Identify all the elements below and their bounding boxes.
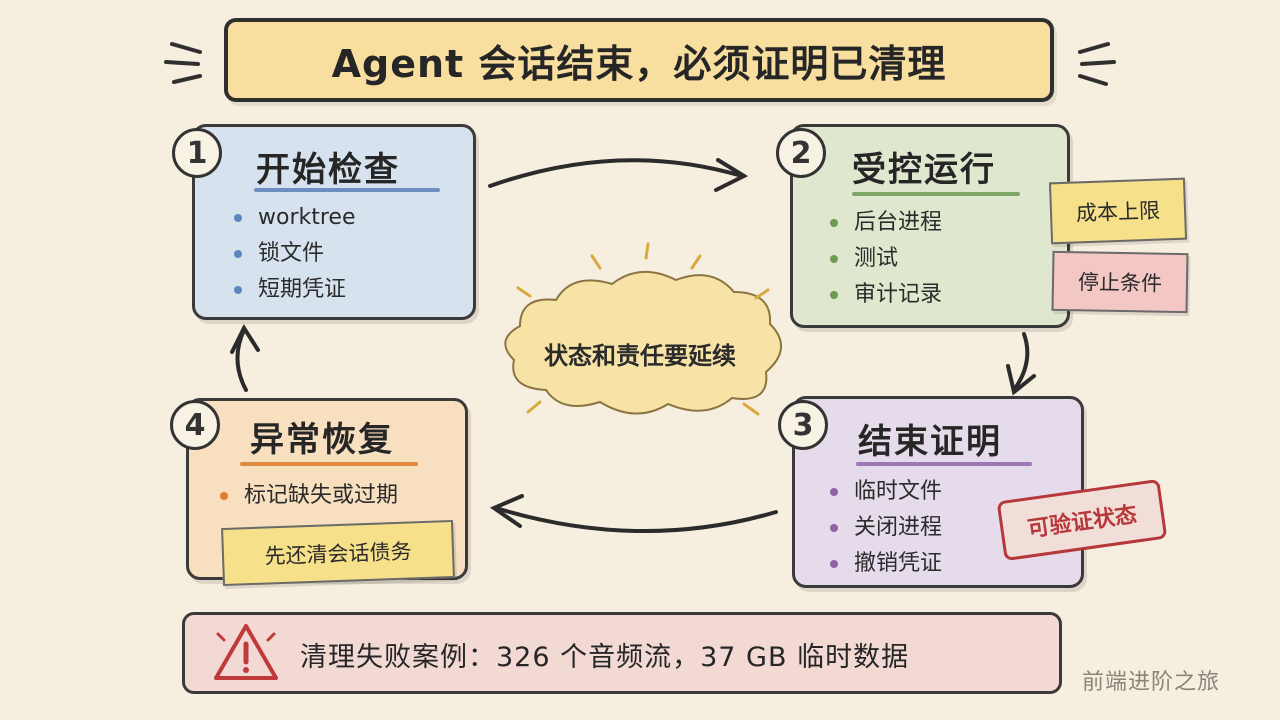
title-burst-left: [164, 42, 202, 84]
step-title-3: 结束证明: [858, 422, 1002, 462]
list-item: 撤销凭证: [828, 546, 942, 582]
arrow-step2-to-step3: [1012, 332, 1030, 392]
sticky-note-stop-condition: 停止条件: [1051, 250, 1189, 314]
sticky-note-session-debt: 先还清会话债务: [221, 519, 455, 587]
title-burst-right: [1078, 42, 1116, 86]
step-title-4: 异常恢复: [250, 420, 394, 460]
step-number-1: 1: [172, 128, 222, 178]
step-underline-3: [856, 462, 1032, 466]
arrow-step2-to-step3-head: [1006, 364, 1036, 396]
step-list-2: 后台进程 测试 审计记录: [828, 205, 942, 313]
step-underline-1: [254, 188, 440, 192]
list-item: 短期凭证: [232, 272, 356, 308]
sticky-note-cost-limit: 成本上限: [1048, 177, 1188, 245]
list-item: 关闭进程: [828, 510, 942, 546]
arrow-step1-to-step2: [488, 158, 744, 188]
step-list-1: worktree 锁文件 短期凭证: [232, 200, 356, 308]
warning-triangle-icon: [214, 624, 278, 680]
warning-bar: [182, 612, 1062, 694]
page-title: Agent 会话结束，必须证明已清理: [331, 41, 947, 86]
arrow-step3-to-step4: [494, 506, 778, 534]
list-item: 后台进程: [828, 205, 942, 241]
list-item: 标记缺失或过期: [218, 478, 398, 514]
list-item: 临时文件: [828, 474, 942, 510]
list-item: 锁文件: [232, 236, 356, 272]
arrow-step4-to-step1: [235, 328, 248, 392]
watermark: 前端进阶之旅: [1082, 670, 1221, 695]
arrow-step4-to-step1-head: [230, 323, 260, 354]
warning-text: 清理失败案例：326 个音频流，37 GB 临时数据: [300, 641, 910, 673]
list-item: 测试: [828, 241, 942, 277]
step-underline-4: [240, 462, 418, 466]
step-underline-2: [852, 192, 1020, 196]
step-list-4: 标记缺失或过期: [218, 478, 398, 514]
step-number-3: 3: [778, 400, 828, 450]
step-number-2: 2: [776, 128, 826, 178]
arrow-step3-to-step4-head: [489, 494, 524, 528]
list-item: worktree: [232, 200, 356, 236]
arrow-step1-to-step2-head: [714, 158, 749, 192]
center-cloud-text: 状态和责任要延续: [544, 341, 736, 370]
title-banner: Agent 会话结束，必须证明已清理: [224, 18, 1054, 102]
step-title-2: 受控运行: [852, 150, 996, 190]
list-item: 审计记录: [828, 277, 942, 313]
step-number-4: 4: [170, 400, 220, 450]
step-title-1: 开始检查: [256, 150, 400, 190]
step-list-3: 临时文件 关闭进程 撤销凭证: [828, 474, 942, 582]
